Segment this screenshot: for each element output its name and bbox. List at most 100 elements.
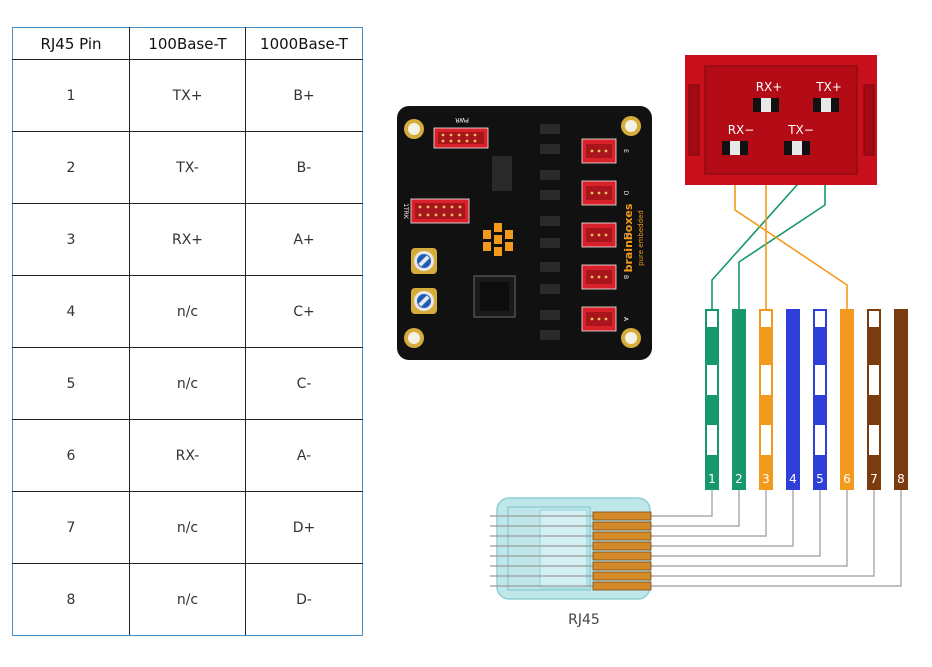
table-row: 5 n/c C- bbox=[12, 347, 363, 420]
port-header-d bbox=[581, 180, 617, 206]
jack-label-tx-plus: TX+ bbox=[815, 80, 842, 94]
rj45-contact bbox=[592, 531, 652, 541]
plug-wire bbox=[490, 490, 848, 567]
port-header-c bbox=[581, 222, 617, 248]
jack-terminal-tx-plus bbox=[813, 98, 839, 112]
base1000-cell: C- bbox=[245, 347, 363, 420]
rj45-body bbox=[496, 497, 651, 600]
pin-cell: 2 bbox=[12, 131, 130, 204]
jack-latch-left bbox=[688, 84, 700, 156]
base100-cell: n/c bbox=[129, 347, 246, 420]
wire-number-1: 1 bbox=[708, 472, 716, 486]
circuit-board: PWR 1TRK bbox=[397, 106, 652, 360]
rj45-contact bbox=[592, 521, 652, 531]
pin-cell: 6 bbox=[12, 419, 130, 492]
pin-cell: 5 bbox=[12, 347, 130, 420]
wire-6-orange bbox=[840, 309, 854, 490]
jack-label-tx-minus: TX− bbox=[787, 123, 814, 137]
rj45-latch bbox=[539, 509, 588, 589]
plug-wires bbox=[490, 490, 902, 587]
jack-wire-green-2 bbox=[738, 110, 826, 309]
base1000-cell: D+ bbox=[245, 491, 363, 564]
pin-cell: 3 bbox=[12, 203, 130, 276]
pinout-table: RJ45 Pin 100Base-T 1000Base-T 1 TX+ B+ 2… bbox=[12, 27, 363, 636]
plug-wire bbox=[490, 490, 821, 557]
base1000-cell: D- bbox=[245, 563, 363, 636]
smd-component bbox=[540, 330, 560, 340]
table-row: 6 RX- A- bbox=[12, 419, 363, 492]
microcontroller-chip bbox=[473, 275, 516, 318]
base1000-cell: B+ bbox=[245, 59, 363, 132]
wire-number-4: 4 bbox=[789, 472, 797, 486]
plug-wire bbox=[490, 490, 713, 517]
smd-component bbox=[540, 190, 560, 200]
wire-4-blue bbox=[786, 309, 800, 490]
wire-columns: 1 2 3 4 5 6 7 8 bbox=[705, 309, 908, 490]
pin-cell: 8 bbox=[12, 563, 130, 636]
table-row: 4 n/c C+ bbox=[12, 275, 363, 348]
wire-3-white-orange bbox=[759, 309, 773, 490]
table-row: 7 n/c D+ bbox=[12, 491, 363, 564]
smd-component bbox=[540, 144, 560, 154]
brainboxes-logo-icon bbox=[483, 223, 513, 256]
trimmer-pot bbox=[411, 248, 437, 274]
smd-component bbox=[540, 124, 560, 134]
wire-number-2: 2 bbox=[735, 472, 743, 486]
port-label-a: A bbox=[622, 317, 629, 322]
trk-label: 1TRK bbox=[402, 203, 409, 220]
smd-component bbox=[540, 310, 560, 320]
port-label-c: C bbox=[622, 233, 629, 237]
base100-cell: TX+ bbox=[129, 59, 246, 132]
wire-number-8: 8 bbox=[897, 472, 905, 486]
table-row: 8 n/c D- bbox=[12, 563, 363, 636]
smd-component bbox=[492, 156, 512, 191]
base100-cell: n/c bbox=[129, 275, 246, 348]
rj45-contact bbox=[592, 561, 652, 571]
jack-wire-orange-6 bbox=[734, 153, 848, 309]
rj45-contact bbox=[592, 551, 652, 561]
wire-number-5: 5 bbox=[816, 472, 824, 486]
jack-wire-green-1 bbox=[711, 153, 798, 309]
rj45-inner-frame bbox=[507, 506, 591, 591]
base100-cell: n/c bbox=[129, 563, 246, 636]
jack-latch-right bbox=[863, 84, 875, 156]
base1000-cell: A+ bbox=[245, 203, 363, 276]
jack-terminal-rx-plus bbox=[753, 98, 779, 112]
wire-1-white-green bbox=[705, 309, 719, 490]
rj45-contact bbox=[592, 581, 652, 591]
plug-wire bbox=[490, 490, 767, 537]
network-jack: RX+ TX+ RX− TX− bbox=[685, 55, 877, 185]
port-label-d: D bbox=[622, 191, 629, 196]
jack-terminal-rx-minus bbox=[722, 141, 748, 155]
mounting-hole bbox=[404, 328, 424, 348]
jack-label-rx-plus: RX+ bbox=[756, 80, 783, 94]
pin-cell: 1 bbox=[12, 59, 130, 132]
base100-cell: RX- bbox=[129, 419, 246, 492]
wire-number-7: 7 bbox=[870, 472, 878, 486]
table-row: 1 TX+ B+ bbox=[12, 59, 363, 132]
plug-wire bbox=[490, 490, 740, 527]
pwr-header bbox=[433, 127, 489, 149]
table-header-row: RJ45 Pin 100Base-T 1000Base-T bbox=[12, 27, 363, 60]
trk-header bbox=[410, 198, 470, 224]
port-label-b: B bbox=[622, 275, 629, 279]
wire-2-green bbox=[732, 309, 746, 490]
port-header-b bbox=[581, 264, 617, 290]
smd-component bbox=[540, 170, 560, 180]
wire-8-brown bbox=[894, 309, 908, 490]
plug-wire bbox=[490, 490, 794, 547]
plug-wire bbox=[490, 490, 875, 577]
port-label-e: E bbox=[622, 149, 629, 153]
header-rj45-pin: RJ45 Pin bbox=[12, 27, 130, 60]
trimmer-pot bbox=[411, 288, 437, 314]
table-row: 2 TX- B- bbox=[12, 131, 363, 204]
mounting-hole bbox=[621, 116, 641, 136]
jack-terminal-tx-minus bbox=[784, 141, 810, 155]
rj45-plug bbox=[496, 497, 651, 600]
mounting-hole bbox=[621, 328, 641, 348]
pin-cell: 4 bbox=[12, 275, 130, 348]
plug-wire bbox=[490, 490, 902, 587]
brand-tagline: pure embedded bbox=[637, 210, 645, 266]
wire-traces bbox=[711, 110, 848, 309]
port-header-e bbox=[581, 138, 617, 164]
